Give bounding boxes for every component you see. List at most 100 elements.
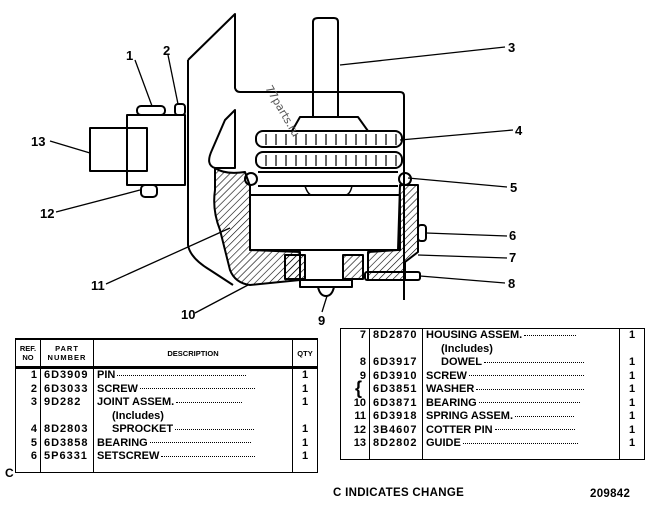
header-ref-no: REF. NO [15,339,41,369]
dot-leader [139,388,255,390]
description-text: SPROCKET [112,423,174,435]
quantity: 1 [301,423,309,435]
callout-7: 7 [509,250,516,265]
description: (Includes) [93,409,293,423]
ref-number: 7 [340,328,370,343]
description-text: BEARING [97,436,148,449]
part-number: 3B4607 [369,423,423,437]
description: SCREW [93,382,293,396]
bottom-bearing-right [342,254,364,280]
callout-12: 12 [40,206,54,221]
part-number: 5P6331 [40,450,94,464]
sprocket [255,130,403,169]
screw-head-top [174,103,186,116]
quantity: 1 [628,383,636,395]
quantity: 1 [628,410,636,422]
description: WASHER [422,383,620,397]
cotter-pin [140,184,158,198]
description-text: COTTER PIN [426,423,493,436]
description: PIN [93,367,293,383]
spacer-cell [620,451,645,460]
quantity: 1 [628,437,636,449]
quantity: 1 [628,329,636,341]
ref-number: 8 [340,356,370,370]
ref-number: 9 [340,369,370,383]
header-part-number: PART NUMBER [40,339,94,369]
exploded-assembly-drawing: 1 2 3 4 5 6 7 8 9 10 11 12 13 77parts.ru [31,13,523,328]
callout-13: 13 [31,134,45,149]
housing-cavity [249,194,401,251]
spacer-cell [15,463,41,472]
description-text: WASHER [426,383,475,395]
quantity: 1 [301,450,309,462]
dot-leader [515,415,574,417]
dot-leader [524,334,577,336]
table-spacer-row [15,463,318,472]
callout-2: 2 [163,43,170,58]
ref-number: 12 [340,423,370,437]
ref-number: 13 [340,437,370,451]
description-text: PIN [97,369,116,381]
dot-leader [483,361,584,363]
callout-10: 10 [181,307,195,322]
shaft [312,17,339,117]
pin-head [136,105,166,116]
description-text: (Includes) [112,409,164,422]
callout-1: 1 [126,48,133,63]
part-number: 6D3851 [369,383,423,397]
setscrew [417,224,427,242]
description: SETSCREW [93,450,293,464]
leader-lines [49,46,514,314]
part-number: 6D3917 [369,356,423,370]
description: DOWEL [422,356,620,370]
callout-4: 4 [515,123,523,138]
header-part-line2: NUMBER [47,353,87,362]
description: GUIDE [422,437,620,451]
quantity: 1 [628,396,636,409]
bottom-bearing-left [284,254,306,280]
quantity [620,343,645,357]
ref-9-brace: { [355,378,363,398]
ref-number [15,409,41,423]
quantity: 1 [301,369,309,381]
spacer-cell [422,450,620,459]
ref-number: 6 [15,450,41,464]
part-number: 6D3918 [369,410,423,424]
dot-leader [494,429,575,431]
ref-number: 3 [15,396,41,410]
description: HOUSING ASSEM. [422,328,620,343]
description: COTTER PIN [422,423,620,437]
part-number: 8D2803 [40,423,94,437]
callout-9: 9 [318,313,325,328]
change-marker: C [5,466,14,480]
header-description: DESCRIPTION [93,339,293,369]
part-number: 8D2870 [369,328,423,343]
description-text: SCREW [426,369,467,382]
description-text: (Includes) [441,342,493,355]
callout-11: 11 [91,278,105,293]
illustration-number: 209842 [590,488,631,500]
part-number: 8D2802 [369,437,423,451]
description: SCREW [422,369,620,383]
description-text: BEARING [426,396,477,409]
description: (Includes) [422,342,620,356]
description: SPRING ASSEM. [422,410,620,424]
guide [89,127,148,172]
header-ref-line2: NO [22,353,34,362]
dot-leader [175,428,255,430]
plate-cutout [208,109,236,169]
description: BEARING [93,436,293,450]
description: BEARING [422,396,620,410]
part-number: 6D3910 [369,369,423,383]
